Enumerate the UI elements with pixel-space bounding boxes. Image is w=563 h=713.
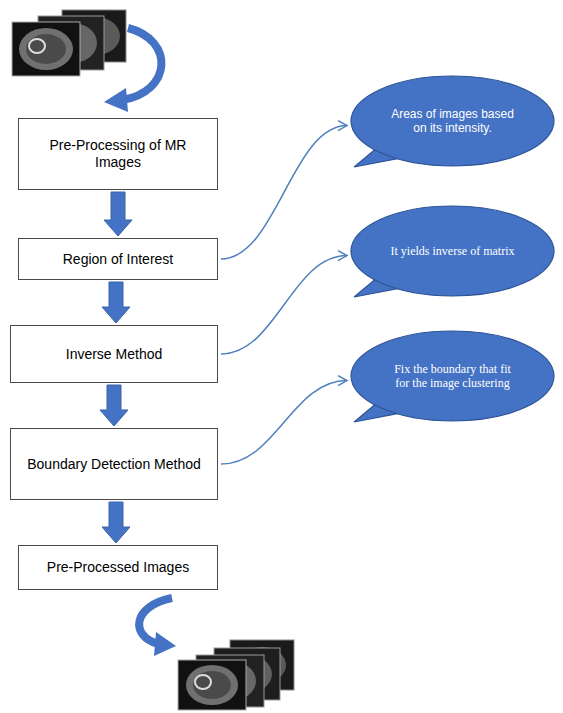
process-box: Inverse Method <box>10 325 218 383</box>
arrow-head <box>338 121 347 131</box>
block-arrow <box>104 192 132 236</box>
callout-bubble: It yields inverse of matrix <box>350 205 555 297</box>
curved-arrow-out <box>139 598 176 656</box>
box-label: Pre-Processed Images <box>47 559 189 576</box>
callout-bubble: Areas of images based on its intensity. <box>350 75 555 167</box>
connector <box>221 121 347 259</box>
process-box: Pre-Processed Images <box>18 545 218 590</box>
bubble-ellipse <box>351 331 554 421</box>
block-arrow <box>100 385 128 426</box>
box-label: Region of Interest <box>63 251 174 268</box>
connector <box>102 282 130 323</box>
process-box: Region of Interest <box>18 238 218 280</box>
curved-arrow-in <box>104 28 161 112</box>
block-arrow <box>102 502 130 543</box>
box-label: Pre-Processing of MR Images <box>27 137 209 171</box>
box-label: Boundary Detection Method <box>27 456 201 473</box>
callout-text: It yields inverse of matrix <box>387 244 518 258</box>
connector <box>221 376 347 464</box>
callout-text: Fix the boundary that fit for the image … <box>387 362 518 391</box>
connector <box>104 192 132 236</box>
leader-line <box>221 381 347 464</box>
bubble-ellipse <box>351 206 554 296</box>
process-box: Pre-Processing of MR Images <box>18 118 218 190</box>
connector <box>221 251 347 354</box>
bubble-ellipse <box>351 76 554 166</box>
box-label: Inverse Method <box>66 346 163 363</box>
callout-bubble: Fix the boundary that fit for the image … <box>350 330 555 422</box>
block-arrow <box>102 282 130 323</box>
mr-slices-input <box>12 10 126 76</box>
process-box: Boundary Detection Method <box>10 428 218 500</box>
arrow-head <box>338 251 347 261</box>
leader-line <box>221 126 347 259</box>
arrow-head <box>338 376 347 386</box>
connector <box>102 502 130 543</box>
mr-slices-output <box>178 640 294 710</box>
callout-text: Areas of images based on its intensity. <box>387 107 518 136</box>
leader-line <box>221 256 347 354</box>
connector <box>100 385 128 426</box>
